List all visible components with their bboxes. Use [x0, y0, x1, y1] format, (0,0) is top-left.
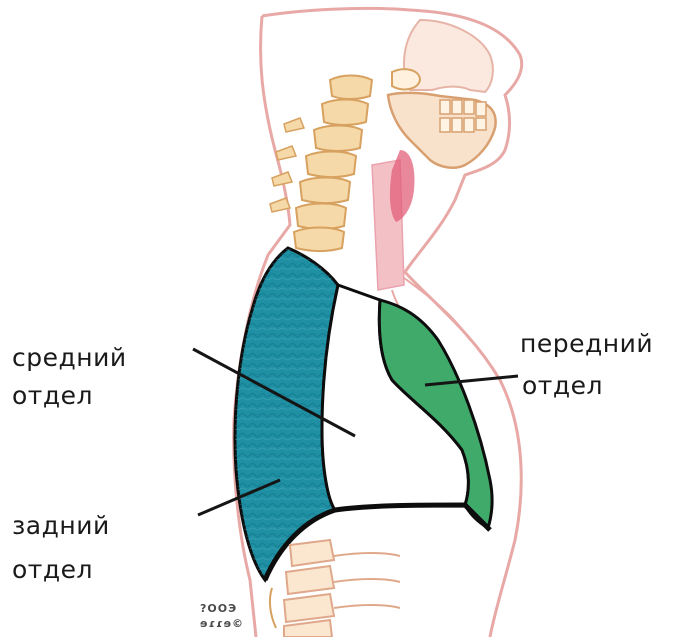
cervical-spine [294, 76, 372, 252]
sacrum-detail [270, 588, 276, 628]
lower-spine [284, 540, 334, 637]
posterior-label-line1: задний [12, 513, 110, 538]
posterior-label-line2: отдел [12, 557, 93, 582]
middle-label-line1: средний [12, 345, 127, 370]
hyoid [392, 69, 420, 89]
anterior-label-line2: отдел [522, 373, 603, 398]
print-mark-line2: ɘɾɾɘ© [200, 618, 244, 629]
ribs-lower [334, 553, 400, 608]
middle-label-line2: отдел [12, 383, 93, 408]
anterior-label-line1: передний [520, 331, 653, 356]
print-mark-line1: ?ООЭ [200, 603, 237, 614]
